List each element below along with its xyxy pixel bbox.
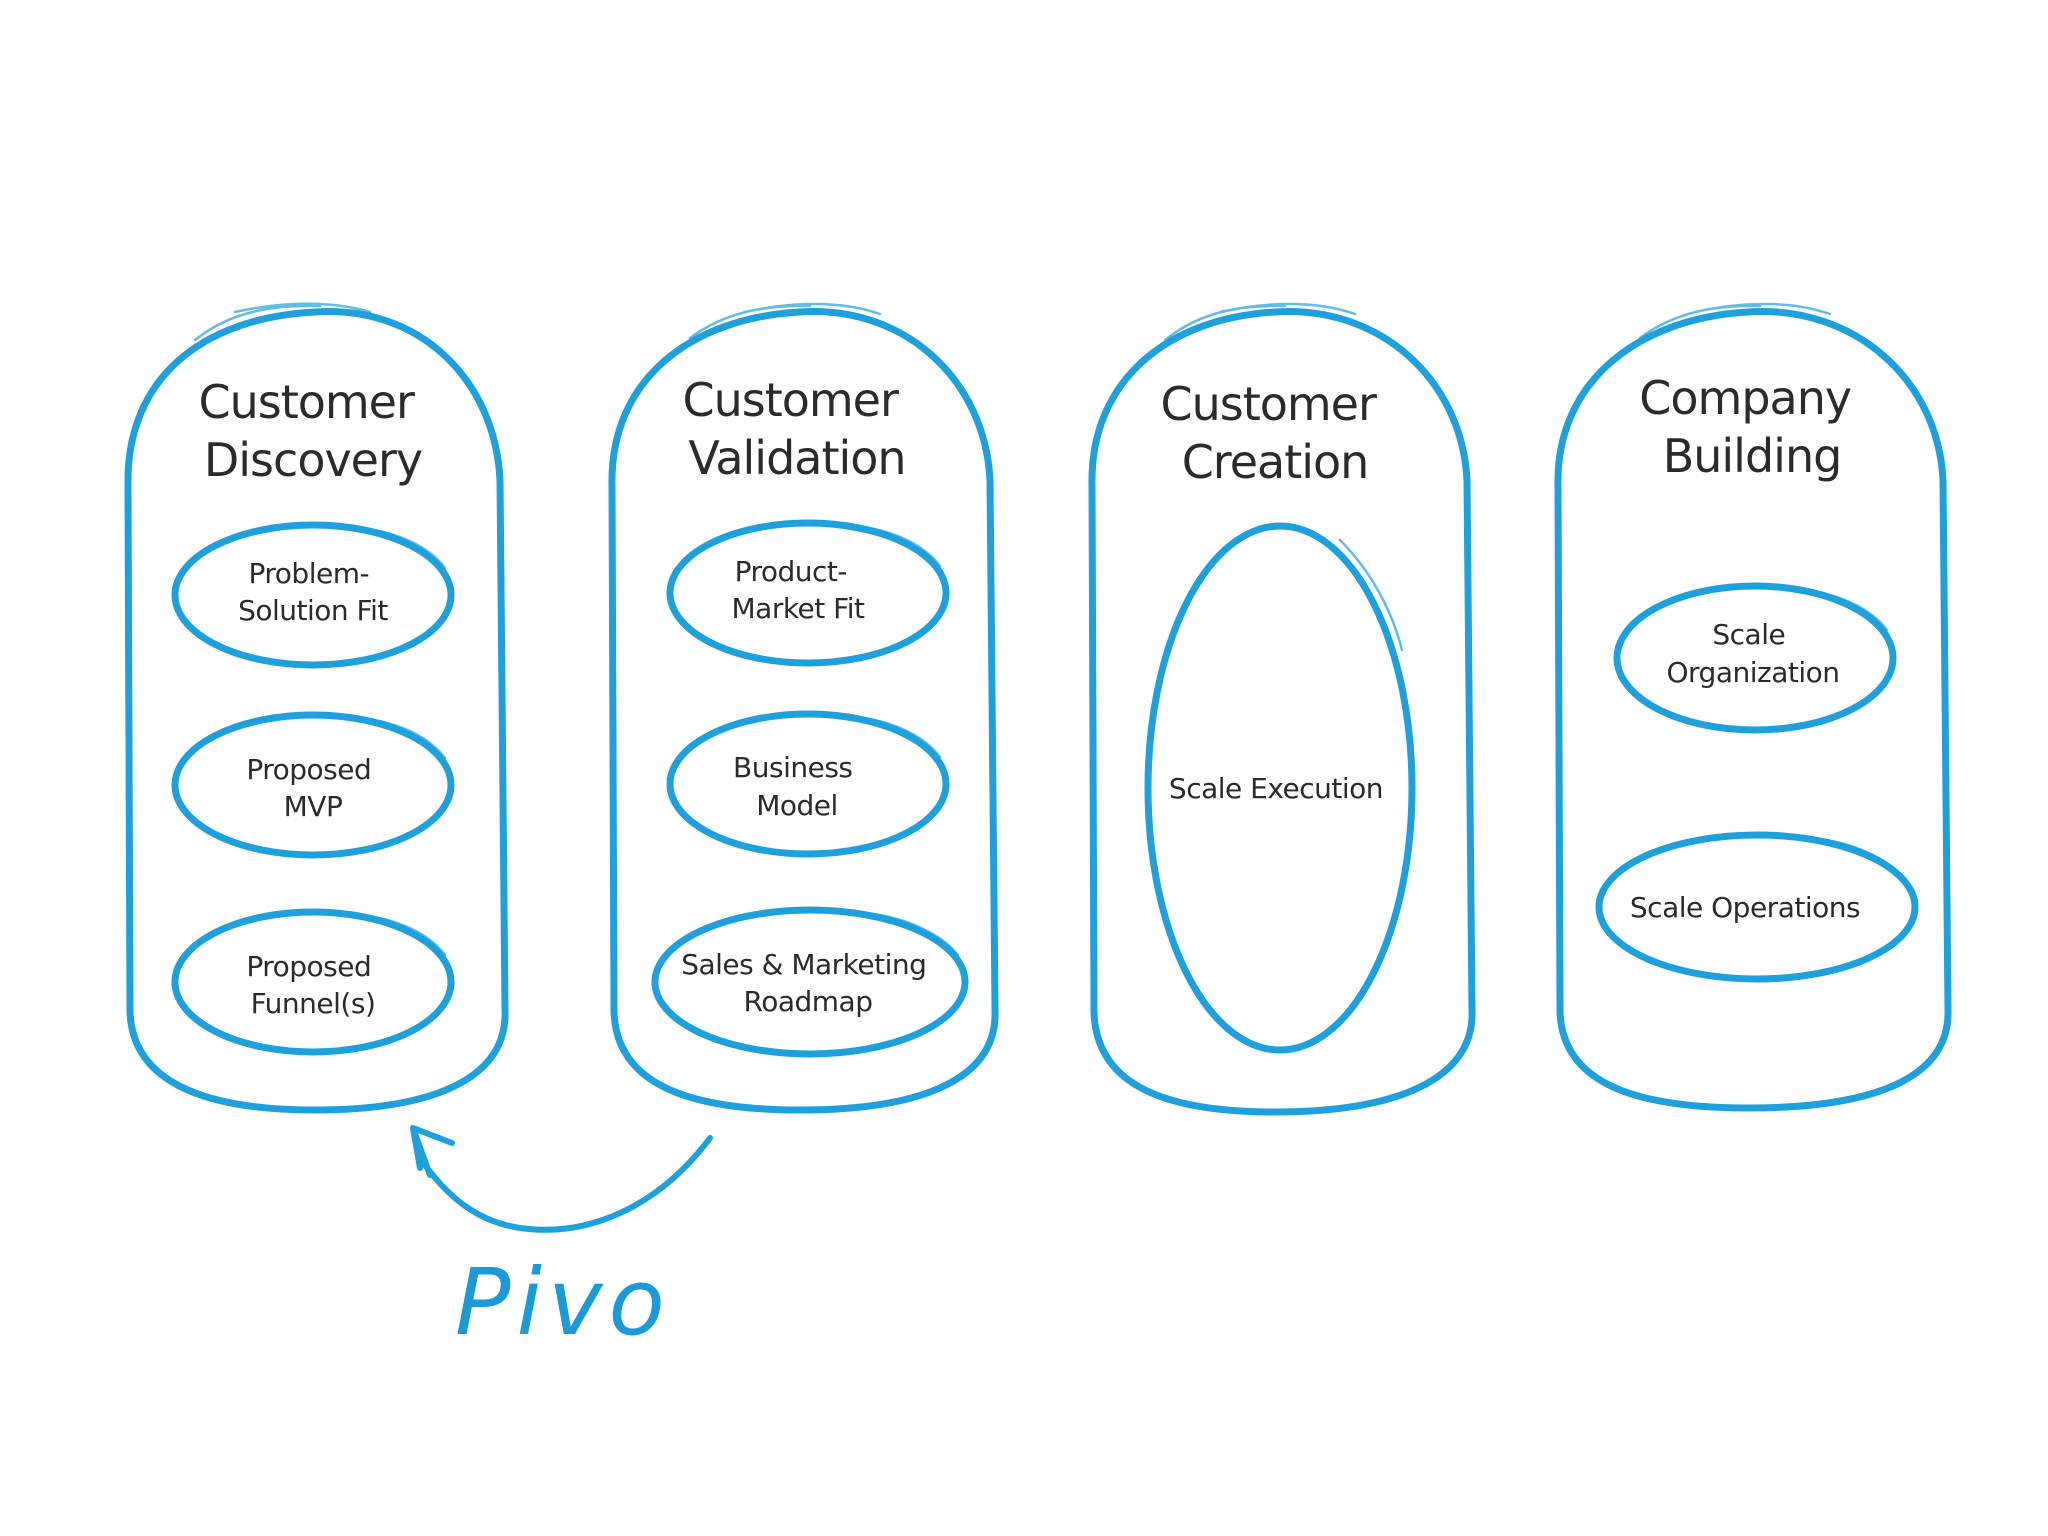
item-outline-sketch: [863, 911, 960, 957]
stage-outline-sketch: [193, 302, 372, 342]
item-outline: [1144, 522, 1416, 1054]
item-outline-sketch: [358, 716, 447, 760]
item-scale-operations: Scale Operations: [1595, 831, 1919, 983]
stage-outline-sketch: [1638, 302, 1832, 340]
item-label: Scale Operations: [1630, 891, 1860, 924]
item-outline: [171, 711, 455, 859]
stage-outline-sketch: [1163, 302, 1357, 342]
stage-title: Customer Creation: [1160, 377, 1389, 489]
item-outline: [171, 521, 455, 669]
pivot-label: Pivo: [455, 1249, 671, 1356]
item-outline-sketch: [853, 715, 942, 759]
item-product-market-fit: Product- Market Fit: [666, 519, 950, 667]
item-business-model: Business Model: [666, 710, 950, 858]
item-outline-sketch: [358, 913, 447, 957]
item-label: Scale Execution: [1169, 772, 1383, 805]
item-label: Business Model: [733, 751, 861, 822]
stage-company-building: Company Building Scale Organization Scal…: [1554, 302, 1952, 1112]
item-outline-sketch: [1338, 538, 1404, 652]
stage-outline: [1554, 308, 1952, 1112]
stage-title: Customer Discovery: [198, 375, 427, 487]
stage-outline: [1088, 308, 1476, 1116]
item-label: Sales & Marketing Roadmap: [681, 948, 935, 1018]
item-label: Proposed MVP: [246, 753, 379, 823]
item-outline: [1613, 582, 1897, 734]
item-scale-execution: Scale Execution: [1144, 522, 1416, 1054]
pivot-arrow-curve: [415, 1135, 713, 1233]
item-outline: [666, 710, 950, 858]
item-proposed-mvp: Proposed MVP: [171, 711, 455, 859]
item-outline: [651, 906, 969, 1058]
stage-title: Company Building: [1639, 371, 1864, 483]
pivot-annotation: Pivo: [410, 1125, 713, 1356]
item-proposed-funnels: Proposed Funnel(s): [171, 908, 455, 1056]
stage-outline-sketch: [688, 302, 882, 340]
item-label: Proposed Funnel(s): [246, 950, 379, 1020]
stage-outline: [124, 308, 509, 1114]
stage-title: Customer Validation: [682, 373, 911, 485]
item-label: Problem- Solution Fit: [238, 557, 388, 627]
item-outline: [171, 908, 455, 1056]
item-label: Scale Organization: [1666, 618, 1839, 689]
pivot-arrow-head: [410, 1125, 455, 1178]
item-scale-organization: Scale Organization: [1613, 582, 1897, 734]
item-sales-marketing-roadmap: Sales & Marketing Roadmap: [651, 906, 969, 1058]
stage-customer-discovery: Customer Discovery Problem- Solution Fit…: [124, 302, 509, 1114]
item-outline-sketch: [1810, 836, 1908, 882]
item-outline-sketch: [1800, 588, 1889, 632]
stage-customer-validation: Customer Validation Product- Market Fit …: [608, 302, 999, 1114]
item-problem-solution-fit: Problem- Solution Fit: [171, 521, 455, 669]
item-outline-sketch: [853, 524, 942, 568]
stage-customer-creation: Customer Creation Scale Execution: [1088, 302, 1476, 1116]
item-outline: [1595, 831, 1919, 983]
stage-outline: [608, 308, 999, 1114]
item-outline: [666, 519, 950, 667]
item-label: Product- Market Fit: [732, 555, 865, 625]
item-outline-sketch: [358, 526, 447, 570]
